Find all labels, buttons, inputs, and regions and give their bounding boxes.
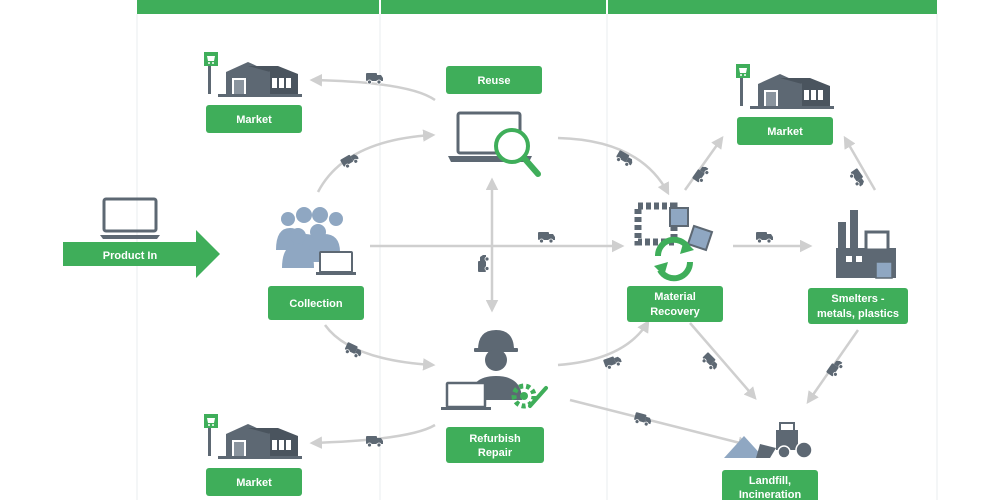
smelters-label-line1: Smelters -	[831, 293, 885, 305]
flow-arrows	[309, 73, 877, 449]
product-in-node: Product In	[63, 197, 220, 278]
laptop-icon	[98, 197, 162, 241]
product-in-arrow	[63, 230, 220, 278]
market-bottom-left-node: Market	[204, 414, 302, 496]
bulldozer-icon	[724, 422, 813, 459]
truck-icon	[477, 254, 490, 273]
laptop-icon	[441, 381, 491, 410]
arrow-refurbish-to-recovery	[557, 319, 650, 367]
market-top-left-node: Market	[204, 52, 302, 133]
truck-icon	[537, 231, 556, 244]
landfill-box	[722, 470, 818, 500]
refurbish-label-line2: Repair	[478, 447, 513, 459]
arrow-reuse-to-market	[309, 73, 436, 102]
store-icon	[204, 52, 302, 97]
truck-icon	[602, 353, 624, 371]
arrow-collection-to-reuse	[316, 129, 436, 193]
arrow-reuse-to-recovery	[557, 136, 670, 196]
material-recovery-box	[627, 286, 723, 322]
reuse-box	[446, 66, 542, 94]
truck-icon	[755, 231, 774, 244]
collection-box	[268, 286, 364, 320]
arrow-refurbish-to-landfill	[569, 398, 751, 449]
gear-wrench-icon	[511, 383, 548, 409]
market-top-right-label: Market	[767, 126, 803, 138]
product-in-label: Product In	[103, 250, 158, 262]
store-icon	[736, 64, 834, 109]
collection-label: Collection	[289, 298, 342, 310]
store-icon	[204, 414, 302, 459]
factory-icon	[836, 210, 896, 279]
arrow-recovery-to-market	[683, 135, 724, 191]
truck-icon	[614, 149, 636, 169]
arrow-refurbish-to-market	[309, 423, 436, 449]
people-icon	[276, 207, 343, 268]
market-top-right-node: Market	[736, 64, 834, 145]
truck-icon	[632, 411, 653, 428]
reuse-label: Reuse	[477, 75, 510, 87]
refurbish-box	[446, 427, 544, 463]
refurbish-node: Refurbish Repair	[441, 330, 548, 463]
smelters-label-line2: metals, plastics	[817, 308, 899, 320]
market-top-left-box	[206, 105, 302, 133]
arrow-collection-to-refurbish	[323, 324, 436, 371]
landfill-node: Landfill, Incineration	[722, 422, 818, 500]
landfill-label-line2: Incineration	[739, 489, 802, 500]
smelters-box	[808, 288, 908, 324]
recycle-icon	[634, 202, 714, 282]
market-bottom-left-box	[206, 468, 302, 496]
material-recovery-label-line1: Material	[654, 291, 696, 303]
collection-node: Collection	[268, 207, 364, 320]
reuse-node: Reuse	[446, 66, 542, 177]
arrow-smelters-to-market	[843, 135, 877, 191]
market-top-left-label: Market	[236, 114, 272, 126]
smelters-node: Smelters - metals, plastics	[808, 210, 908, 324]
landfill-label-line1: Landfill,	[749, 475, 791, 487]
material-recovery-label-line2: Recovery	[650, 306, 700, 318]
market-bottom-left-label: Market	[236, 477, 272, 489]
refurbish-label-line1: Refurbish	[469, 433, 521, 445]
market-top-right-box	[737, 117, 833, 145]
arrow-recovery-to-landfill	[689, 322, 757, 400]
material-recovery-node: Material Recovery	[627, 202, 723, 322]
header-bar	[137, 0, 937, 14]
magnifier-icon	[494, 128, 541, 177]
laptop-icon	[316, 251, 356, 275]
